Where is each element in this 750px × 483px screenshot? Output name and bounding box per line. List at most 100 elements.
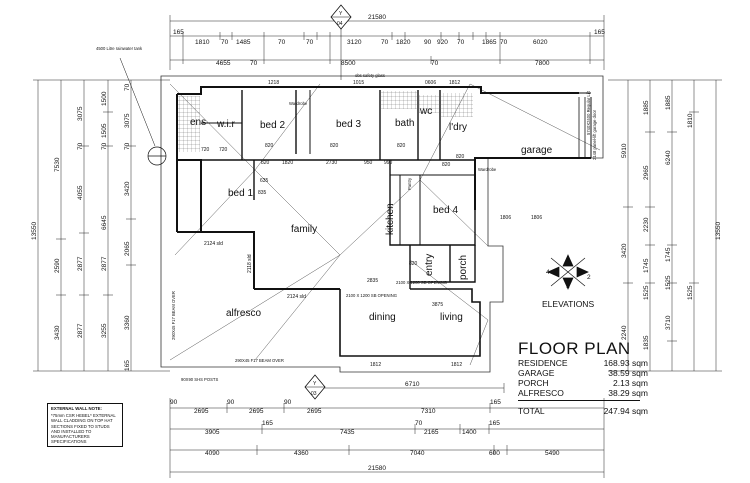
svg-text:5490: 5490 bbox=[545, 450, 560, 457]
svg-text:3360: 3360 bbox=[124, 315, 131, 330]
svg-text:6020: 6020 bbox=[533, 39, 548, 46]
svg-text:820: 820 bbox=[397, 143, 406, 149]
svg-text:820: 820 bbox=[265, 143, 274, 149]
svg-text:2835: 2835 bbox=[367, 278, 378, 284]
svg-text:1812: 1812 bbox=[451, 362, 462, 368]
interior-dims: 1218 1015 0606 1812 obs safety glass 182… bbox=[201, 73, 597, 368]
svg-text:3120: 3120 bbox=[347, 39, 362, 46]
svg-text:3420: 3420 bbox=[621, 243, 628, 258]
roof-outline bbox=[160, 75, 604, 373]
rainwater-tank bbox=[119, 57, 167, 166]
svg-text:165: 165 bbox=[489, 420, 500, 427]
svg-text:2124 sld: 2124 sld bbox=[287, 294, 306, 300]
svg-text:600: 600 bbox=[489, 450, 500, 457]
svg-text:1500: 1500 bbox=[101, 91, 108, 106]
svg-text:1525: 1525 bbox=[665, 275, 672, 290]
dim-bottom-row2: 90 2695 90 2695 90 2695 7310 165 bbox=[170, 399, 501, 415]
svg-text:7530: 7530 bbox=[54, 157, 61, 172]
section-marker-top bbox=[330, 4, 352, 80]
right-dimensions bbox=[608, 79, 722, 372]
svg-text:0606: 0606 bbox=[425, 80, 436, 86]
svg-text:165: 165 bbox=[173, 29, 184, 36]
section-top-id: 04 bbox=[337, 21, 343, 27]
garage-door bbox=[578, 97, 586, 158]
walls bbox=[176, 86, 592, 357]
svg-text:1745: 1745 bbox=[643, 258, 650, 273]
room-label-alfresco: alfresco bbox=[226, 308, 261, 319]
svg-text:2695: 2695 bbox=[307, 408, 322, 415]
svg-text:3430: 3430 bbox=[54, 325, 61, 340]
svg-text:2124 sld: 2124 sld bbox=[204, 241, 223, 247]
room-label-ldry: l'dry bbox=[449, 122, 467, 133]
elevation-number-2: 2 bbox=[587, 274, 591, 281]
svg-text:2148 panel-lift garage door: 2148 panel-lift garage door bbox=[592, 109, 597, 160]
svg-text:4360: 4360 bbox=[294, 450, 309, 457]
room-label-bath: bath bbox=[395, 118, 414, 129]
svg-text:1745: 1745 bbox=[665, 247, 672, 262]
svg-text:6645: 6645 bbox=[101, 215, 108, 230]
room-label-bed4: bed 4 bbox=[433, 205, 458, 216]
svg-text:1820: 1820 bbox=[396, 39, 411, 46]
elevation-marker bbox=[547, 254, 589, 290]
svg-text:70: 70 bbox=[415, 420, 423, 427]
left-dimensions bbox=[33, 79, 170, 372]
section-bottom-letter: Y bbox=[313, 381, 317, 387]
svg-text:165: 165 bbox=[490, 399, 501, 406]
area-row-residence: RESIDENCE 168.93 sqm bbox=[518, 358, 648, 368]
svg-text:1525: 1525 bbox=[643, 285, 650, 300]
room-label-bed3: bed 3 bbox=[336, 119, 361, 130]
beam-bottom-label: 290X45 F17 BEAM OVER bbox=[235, 358, 284, 363]
svg-text:1835: 1835 bbox=[643, 335, 650, 350]
svg-text:6240: 6240 bbox=[665, 150, 672, 165]
note-heading: EXTERNAL WALL NOTE: bbox=[51, 406, 102, 411]
svg-text:820: 820 bbox=[261, 160, 270, 166]
svg-text:835: 835 bbox=[258, 190, 267, 196]
svg-text:90: 90 bbox=[424, 39, 432, 46]
svg-text:820: 820 bbox=[330, 143, 339, 149]
svg-text:90: 90 bbox=[227, 399, 235, 406]
svg-text:2118 sld: 2118 sld bbox=[247, 254, 253, 273]
svg-text:7310: 7310 bbox=[421, 408, 436, 415]
dim-left: 13550 7530 2590 3430 3075 70 4055 2877 2… bbox=[31, 83, 131, 371]
svg-text:3710: 3710 bbox=[665, 315, 672, 330]
svg-text:obs safety glass: obs safety glass bbox=[355, 73, 385, 78]
svg-text:4090: 4090 bbox=[205, 450, 220, 457]
svg-text:2695: 2695 bbox=[194, 408, 209, 415]
svg-text:3255: 3255 bbox=[101, 323, 108, 338]
dim-bottom-row3: 3905 165 7435 70 2165 1400 165 bbox=[205, 420, 500, 436]
section-bottom-id: 03 bbox=[311, 391, 317, 397]
dim-top-overall: 21580 bbox=[368, 14, 386, 21]
svg-text:1525: 1525 bbox=[687, 285, 694, 300]
area-total-rule bbox=[518, 400, 640, 401]
room-label-bed1: bed 1 bbox=[228, 188, 253, 199]
svg-text:8500: 8500 bbox=[341, 60, 356, 67]
svg-text:1810: 1810 bbox=[195, 39, 210, 46]
svg-text:70: 70 bbox=[306, 39, 314, 46]
svg-text:70: 70 bbox=[124, 83, 131, 91]
external-wall-note: EXTERNAL WALL NOTE: *75mm CSR HEBEL* EXT… bbox=[47, 403, 123, 448]
svg-text:7800: 7800 bbox=[535, 60, 550, 67]
dim-top-row2: 4655 70 8500 70 7800 bbox=[216, 60, 550, 67]
svg-text:70: 70 bbox=[431, 60, 439, 67]
svg-text:2100 X 1200 SB OPENING: 2100 X 1200 SB OPENING bbox=[396, 280, 447, 285]
svg-text:Wardrobe: Wardrobe bbox=[289, 101, 308, 106]
room-label-dining: dining bbox=[369, 312, 396, 323]
room-label-garage: garage bbox=[521, 145, 553, 156]
svg-text:920: 920 bbox=[437, 39, 448, 46]
svg-text:1485: 1485 bbox=[236, 39, 251, 46]
svg-text:7435: 7435 bbox=[340, 429, 355, 436]
svg-text:2730: 2730 bbox=[326, 160, 337, 166]
elevation-number-3: 3 bbox=[566, 257, 570, 264]
svg-text:Wardrobe: Wardrobe bbox=[478, 167, 497, 172]
dim-top-row1: 165 1810 70 1485 70 70 3120 70 1820 90 9… bbox=[173, 29, 605, 46]
svg-text:820: 820 bbox=[456, 154, 465, 160]
svg-text:820: 820 bbox=[442, 162, 451, 168]
elevation-number-1: 1 bbox=[566, 283, 570, 290]
svg-text:5740X2400 Regular Lift: 5740X2400 Regular Lift bbox=[586, 90, 591, 135]
svg-text:13550: 13550 bbox=[715, 222, 722, 240]
svg-text:950: 950 bbox=[364, 160, 373, 166]
svg-text:1885: 1885 bbox=[643, 100, 650, 115]
svg-text:70: 70 bbox=[278, 39, 286, 46]
svg-text:1865: 1865 bbox=[482, 39, 497, 46]
note-body: *75mm CSR HEBEL* EXTERNAL WALL CLADDING … bbox=[51, 413, 116, 445]
